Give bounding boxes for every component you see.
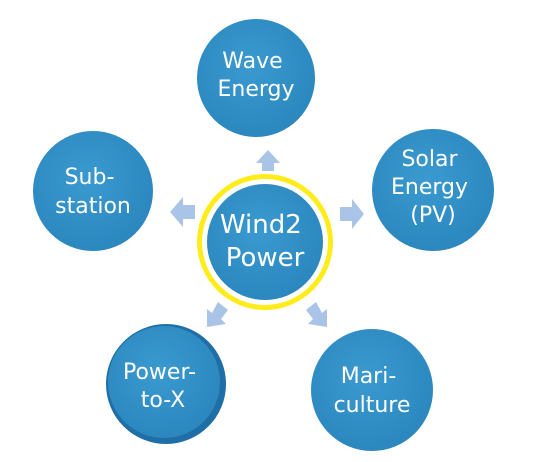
node-substation-label: Sub- station [55, 165, 131, 219]
node-mariculture-label: Mari- culture [334, 364, 411, 418]
arrows [170, 150, 364, 327]
center-node-label: Wind2 Power [220, 210, 310, 273]
arrow-up-icon [256, 150, 280, 171]
node-mariculture: Mari- culture [311, 329, 433, 451]
node-wave-energy: Wave Energy [197, 19, 315, 137]
node-power-to-x: Power- to-X [106, 324, 226, 444]
center-node-wind2power: Wind2 Power [197, 174, 333, 310]
node-wave-energy-label: Wave Energy [217, 49, 294, 102]
arrow-down-left-icon [207, 302, 228, 327]
arrow-left-icon [170, 197, 195, 227]
node-solar-energy-label: Solar Energy (PV) [391, 147, 475, 228]
node-power-to-x-label: Power- to-X [123, 360, 203, 413]
node-solar-energy: Solar Energy (PV) [372, 129, 494, 251]
arrow-right-icon [340, 199, 364, 229]
arrow-down-right-icon [306, 302, 327, 327]
node-substation: Sub- station [33, 131, 153, 251]
